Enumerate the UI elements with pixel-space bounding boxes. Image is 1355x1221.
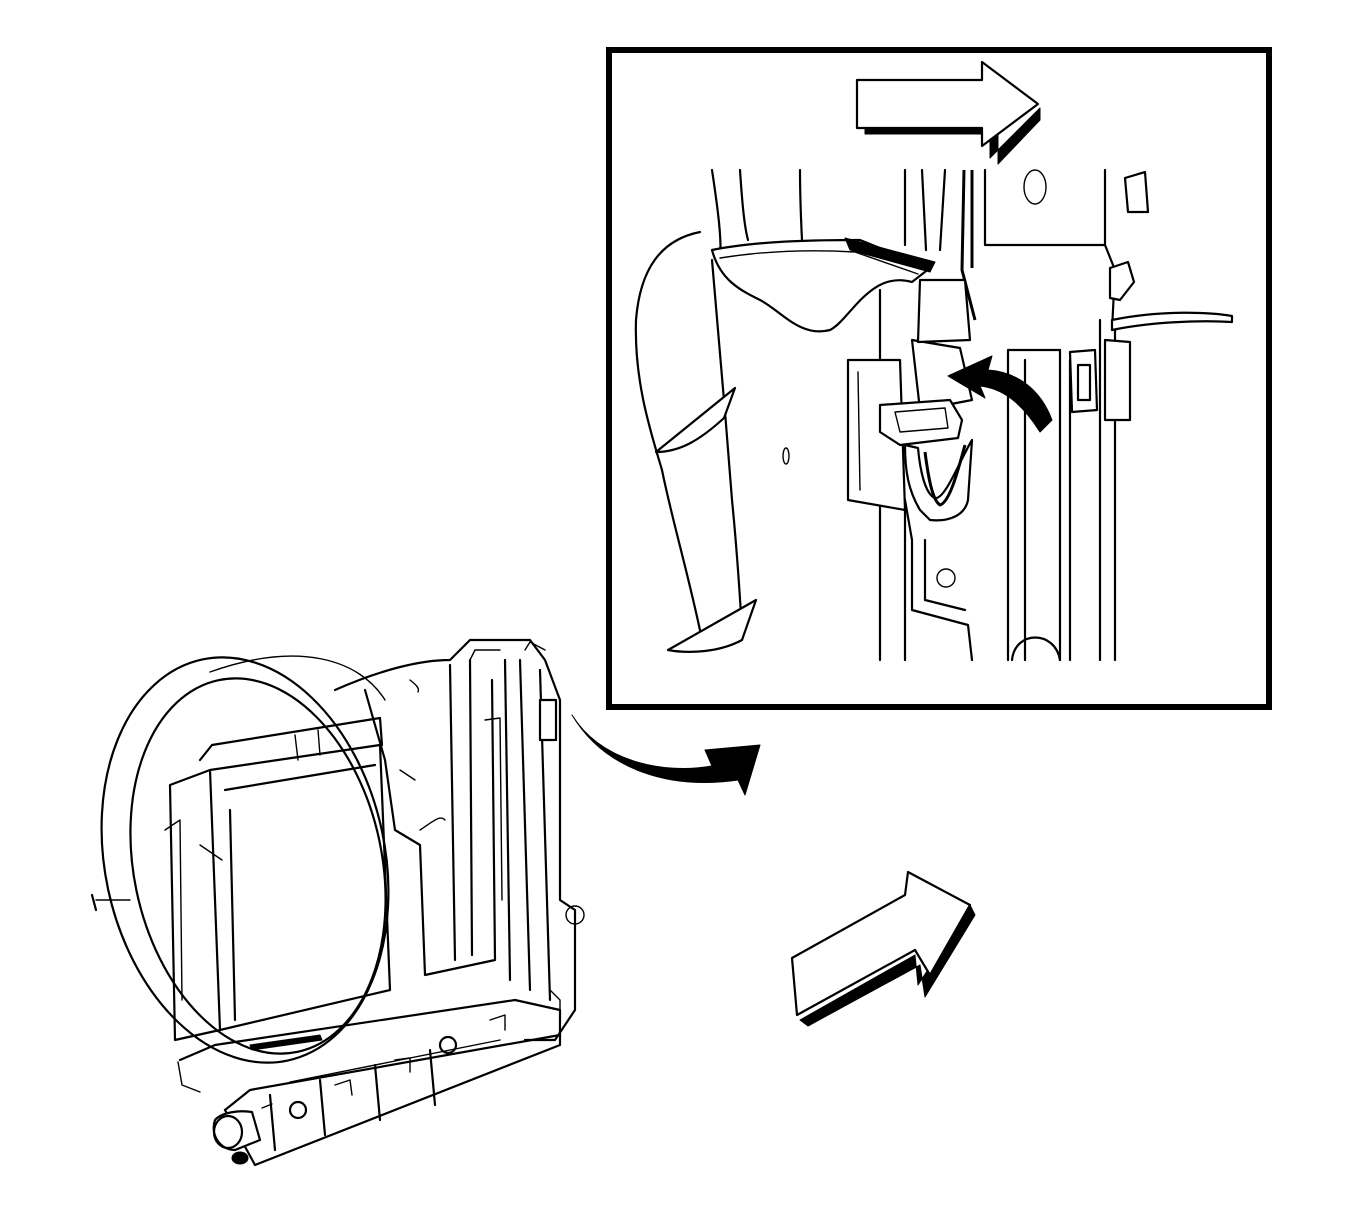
fan-shroud-assembly <box>90 638 585 1167</box>
shroud-bottom-tank <box>178 998 562 1112</box>
detail-callout-arrow <box>571 714 761 796</box>
inset-retaining-clip <box>846 260 1234 662</box>
inset-shroud-duct <box>634 168 936 653</box>
removal-direction-arrow <box>790 870 976 1027</box>
fan-ring-inner <box>129 677 387 1055</box>
shroud-frame-right <box>333 638 577 1042</box>
fan-ring-outer <box>100 656 390 1064</box>
inset-frame-rails <box>878 168 1150 662</box>
inset-direction-arrow <box>855 60 1041 165</box>
inset-release-arrow <box>947 355 1053 433</box>
detail-inset <box>606 47 1272 710</box>
